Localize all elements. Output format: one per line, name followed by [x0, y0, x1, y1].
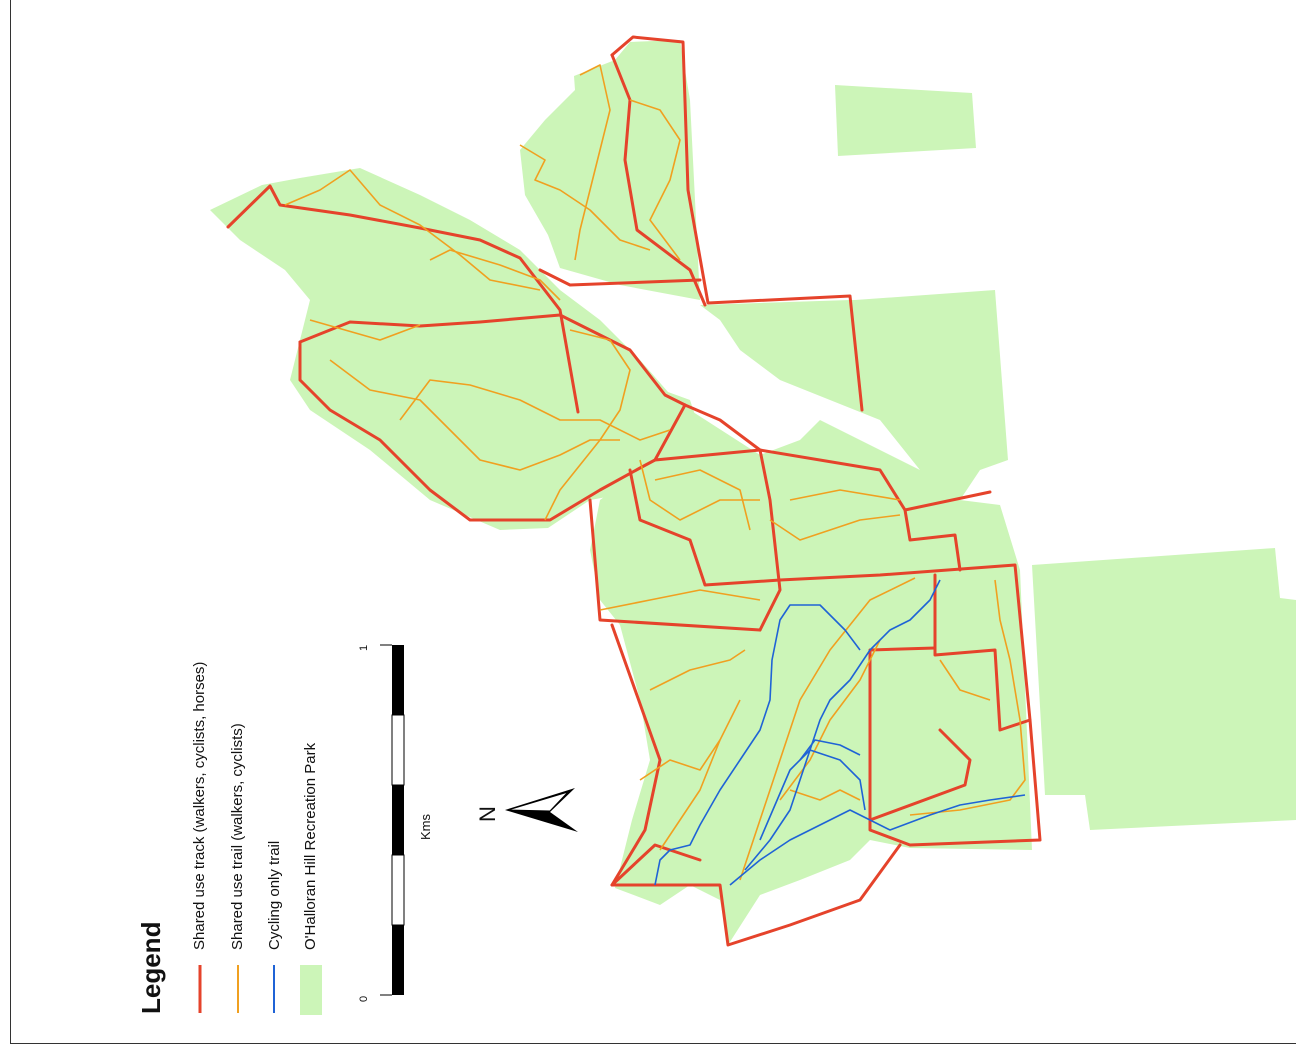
trail-line	[789, 489, 901, 501]
scale-segment	[392, 645, 404, 715]
park-area-north-wedge	[520, 40, 700, 300]
scale-bar-max-label: 1	[358, 644, 370, 651]
trail-line	[649, 649, 746, 691]
trail-line	[789, 789, 861, 801]
map-frame	[10, 0, 1296, 1044]
scale-bar	[380, 644, 405, 996]
trail-line	[639, 739, 721, 781]
park-areas	[210, 40, 1296, 945]
shared-use-trails	[284, 64, 1026, 881]
trail-line	[284, 169, 541, 291]
scale-bar-min-label: 0	[358, 995, 370, 1002]
trail-line	[639, 459, 760, 521]
north-arrow-icon	[505, 788, 578, 832]
trail-line	[739, 577, 916, 881]
track-line	[933, 573, 1032, 732]
legend-label-shared-use-track: Shared use track (walkers, cyclists, hor…	[191, 661, 208, 950]
trail-line	[779, 639, 881, 801]
legend-label-park: O'Halloran Hill Recreation Park	[302, 742, 319, 950]
track-line	[538, 268, 702, 287]
cycling-trail-line	[729, 809, 871, 886]
track-line	[610, 53, 707, 307]
legend-symbol-park-area	[300, 965, 322, 1015]
scale-segment	[391, 714, 405, 786]
trail-line	[329, 359, 620, 471]
scale-segment	[392, 785, 404, 855]
trail-line	[544, 329, 631, 521]
cycling-trail-line	[869, 794, 1026, 831]
legend-title: Legend	[136, 921, 166, 1014]
track-line	[683, 403, 782, 632]
cycling-trail-line	[654, 604, 861, 886]
cycling-trail-line	[744, 579, 941, 871]
trail-line	[399, 379, 671, 441]
track-line	[298, 340, 657, 522]
trail-line	[574, 64, 611, 261]
track-line	[628, 468, 1042, 847]
trail-line	[659, 699, 741, 851]
north-arrow-label: N	[475, 806, 500, 822]
track-line	[226, 184, 580, 414]
trail-line	[769, 514, 901, 541]
trail-line	[654, 469, 751, 531]
scale-segment	[392, 925, 404, 995]
shared-use-tracks	[226, 35, 1042, 947]
cycling-trail-line	[759, 749, 866, 841]
trail-line	[519, 144, 651, 251]
track-line	[298, 313, 687, 407]
trail-line	[909, 579, 1026, 816]
park-area-east-block	[1032, 548, 1296, 830]
trail-line	[629, 99, 681, 261]
track-line	[588, 498, 762, 632]
track-line	[868, 728, 972, 822]
cycling-trail-line	[799, 739, 861, 761]
trail-line	[939, 659, 991, 701]
track-line	[610, 623, 902, 947]
park-area-central	[590, 290, 1032, 945]
park-area-west-lobe	[210, 168, 760, 530]
track-line	[610, 35, 864, 412]
trail-line	[309, 319, 421, 341]
track-line	[610, 843, 702, 887]
scale-bar-unit: Kms	[418, 814, 433, 840]
legend-symbols	[198, 965, 322, 1015]
cycling-only-trails	[654, 579, 1026, 886]
track-line	[903, 508, 962, 572]
legend-label-shared-use-trail: Shared use trail (walkers, cyclists)	[229, 723, 246, 950]
track-line	[653, 403, 992, 512]
scale-segment	[391, 854, 405, 926]
trail-line	[429, 249, 561, 301]
trail-line	[599, 589, 761, 611]
legend-label-cycling-only-trail: Cycling only trail	[266, 840, 283, 950]
park-area-north-rect	[835, 85, 976, 156]
